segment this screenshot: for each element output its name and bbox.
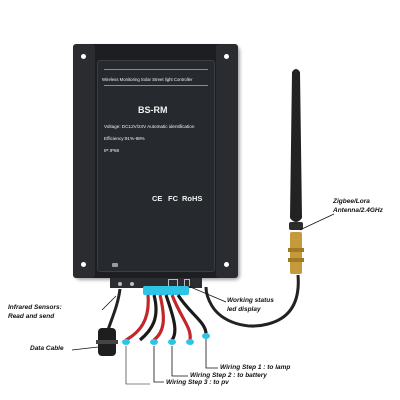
data-cable-label: Data Cable bbox=[30, 345, 64, 352]
mounting-hole bbox=[81, 54, 86, 59]
leader-wiring-3 bbox=[153, 346, 164, 383]
wire-ferrule bbox=[150, 339, 158, 345]
device-voltage: Voltage: DC12V/24V Automatic identificat… bbox=[104, 124, 195, 129]
data-cable bbox=[106, 288, 122, 331]
status-label-line2: led display bbox=[227, 306, 261, 313]
leader-wiring-ref bbox=[125, 346, 150, 385]
leader-status bbox=[187, 285, 227, 303]
wire-ferrule bbox=[168, 339, 176, 345]
status-label-line1: Working status bbox=[227, 297, 274, 304]
status-led bbox=[130, 282, 134, 286]
wire-red bbox=[125, 294, 150, 342]
wire-ferrule bbox=[202, 333, 210, 339]
wire-black bbox=[138, 294, 158, 342]
antenna-cable bbox=[204, 274, 300, 328]
wire-ferrule bbox=[122, 339, 130, 345]
leader-antenna bbox=[299, 213, 335, 231]
terminal-block bbox=[143, 286, 189, 295]
front-panel: Wireless Monitoring Solar Street light C… bbox=[97, 60, 215, 272]
leader-wiring-2 bbox=[171, 346, 188, 377]
wire-red bbox=[170, 294, 192, 341]
infrared-label-line1: Infrared Sensors: bbox=[8, 304, 62, 311]
wire-black bbox=[164, 294, 177, 341]
terminal-bar bbox=[110, 278, 202, 288]
wire-black bbox=[176, 294, 208, 335]
antenna-joint bbox=[289, 222, 303, 230]
wiring-step-1-label: Wiring Step 1 : to lamp bbox=[220, 364, 291, 371]
wire-ferrule bbox=[186, 339, 194, 345]
leader-wiring-1 bbox=[205, 339, 218, 369]
infrared-label-line2: Read and send bbox=[8, 313, 55, 320]
device-ip-rating: IP:IP68 bbox=[104, 148, 120, 153]
device-efficiency: Efficiency:91%-98% bbox=[104, 136, 145, 141]
infrared-sensor-window bbox=[112, 263, 118, 267]
left-mounting-flange bbox=[73, 44, 95, 278]
wiring-step-2-label: Wiring Step 2 : to battery bbox=[190, 372, 267, 379]
header-rule bbox=[104, 69, 208, 70]
cert-ce-mark: CE bbox=[152, 194, 163, 203]
wire-red bbox=[152, 294, 165, 342]
antenna-label-line2: Antenna/2.4GHz bbox=[333, 207, 383, 214]
wiring-step-3-label: Wiring Step 3 : to pv bbox=[166, 379, 229, 386]
cert-fc-mark: FC bbox=[168, 194, 178, 203]
status-led bbox=[118, 282, 122, 286]
leader-infrared bbox=[101, 295, 117, 311]
mounting-hole bbox=[224, 262, 229, 267]
header-rule bbox=[104, 85, 208, 86]
antenna-whip bbox=[290, 69, 302, 222]
device-header-title: Wireless Monitoring Solar Street light C… bbox=[102, 77, 193, 82]
cert-rohs-mark: RoHS bbox=[182, 194, 203, 203]
device-model: BS-RM bbox=[138, 105, 168, 115]
mounting-hole bbox=[81, 262, 86, 267]
antenna-connector bbox=[290, 232, 302, 274]
antenna-label-line1: Zigbee/Lora bbox=[333, 198, 370, 205]
leader-data-cable bbox=[71, 346, 99, 351]
right-mounting-flange bbox=[216, 44, 238, 278]
mounting-hole bbox=[224, 54, 229, 59]
